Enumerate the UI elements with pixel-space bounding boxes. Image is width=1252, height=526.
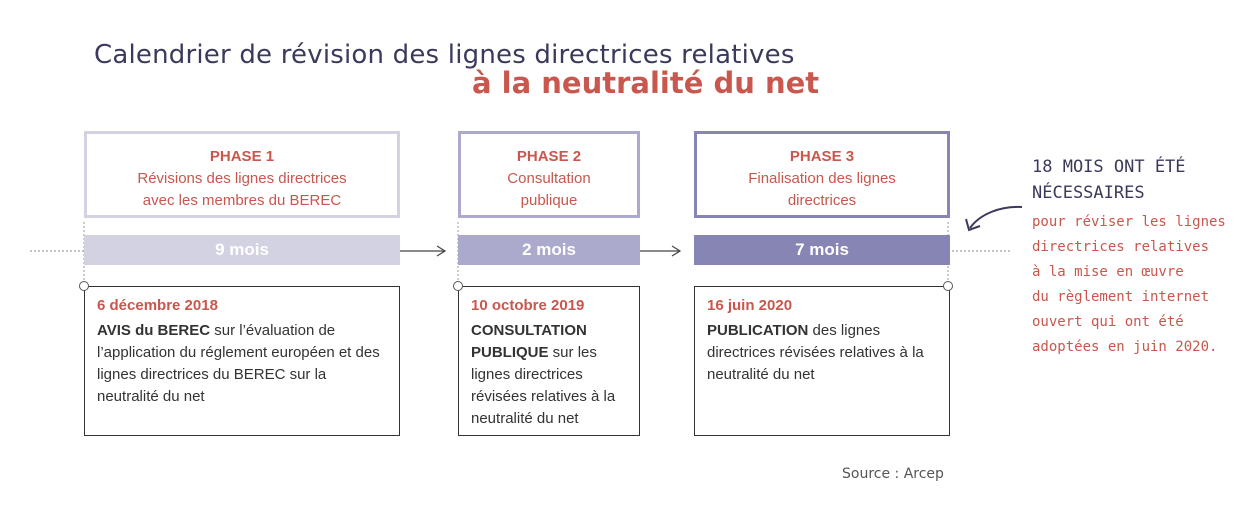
phase-2-desc: Consultation publique xyxy=(507,170,591,209)
event-2-text: sur les lignes directrices révisées rela… xyxy=(471,344,616,427)
timeline-dot-2 xyxy=(453,281,463,291)
event-card-2: 10 octobre 2019 CONSULTATION PUBLIQUE su… xyxy=(458,286,640,436)
title-line-1: Calendrier de révision des lignes direct… xyxy=(94,40,795,70)
phase-2-box: PHASE 2 Consultation publique xyxy=(458,131,640,218)
duration-bar-1: 9 mois xyxy=(84,235,400,265)
event-3-text: des lignes directrices révisées relative… xyxy=(707,322,924,383)
phase-3-box: PHASE 3 Finalisation des lignes directri… xyxy=(694,131,950,218)
duration-bar-2: 2 mois xyxy=(458,235,640,265)
phase-1-desc: Révisions des lignes directrices avec le… xyxy=(137,170,347,209)
arrow-2-head xyxy=(671,245,682,257)
phase-1-box: PHASE 1 Révisions des lignes directrices… xyxy=(84,131,400,218)
event-2-body: CONSULTATION PUBLIQUE sur les lignes dir… xyxy=(471,320,629,430)
source-label: Source : Arcep xyxy=(842,466,944,482)
event-3-bold: PUBLICATION xyxy=(707,322,809,339)
phase-1-label: PHASE 1 xyxy=(209,148,275,165)
event-1-text: sur l’évaluation de l’application du rég… xyxy=(97,322,380,405)
timeline-dot-3 xyxy=(943,281,953,291)
event-1-bold: AVIS du BEREC xyxy=(97,322,211,339)
event-card-3: 16 juin 2020 PUBLICATION des lignes dire… xyxy=(694,286,950,436)
note-arrow-head xyxy=(965,218,981,232)
event-1-body: AVIS du BEREC sur l’évaluation de l’appl… xyxy=(97,320,389,408)
event-2-date: 10 octobre 2019 xyxy=(471,297,585,314)
phase-2-label: PHASE 2 xyxy=(516,148,582,165)
event-3-date: 16 juin 2020 xyxy=(707,297,793,314)
event-2-bold: CONSULTATION PUBLIQUE xyxy=(471,322,587,361)
phase-3-desc: Finalisation des lignes directrices xyxy=(748,170,896,209)
event-3-body: PUBLICATION des lignes directrices révis… xyxy=(707,320,939,386)
phase-3-label: PHASE 3 xyxy=(789,148,855,165)
note-heading: 18 MOIS ONT ÉTÉ NÉCESSAIRES xyxy=(1032,157,1186,203)
duration-bar-3: 7 mois xyxy=(694,235,950,265)
timeline-dot-1 xyxy=(79,281,89,291)
event-card-1: 6 décembre 2018 AVIS du BEREC sur l’éval… xyxy=(84,286,400,436)
arrow-1-head xyxy=(436,245,447,257)
note-curved-arrow xyxy=(969,205,1023,229)
title-line-2: à la neutralité du net xyxy=(472,66,820,100)
event-1-date: 6 décembre 2018 xyxy=(97,297,218,314)
note-body: pour réviser les lignes directrices rela… xyxy=(1032,214,1226,355)
